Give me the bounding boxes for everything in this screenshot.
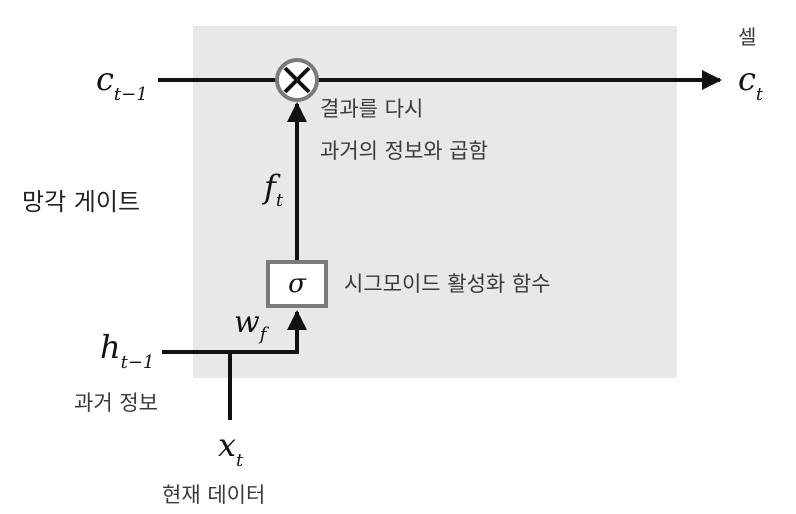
cell-label: 셀: [738, 25, 756, 49]
multiply-note-line2: 과거의 정보와 곱함: [320, 139, 488, 163]
sigmoid-box: [266, 260, 328, 308]
forget-gate-label: 망각 게이트: [22, 188, 140, 216]
multiply-note-line1: 결과를 다시: [320, 97, 423, 121]
sigma-symbol: σ: [288, 269, 307, 299]
cell-box: [193, 26, 677, 378]
current-data-label: 현재 데이터: [162, 483, 265, 507]
c-curr-symbol: ct: [738, 60, 764, 105]
x-t-symbol: xt: [218, 426, 244, 471]
multiply-node: [275, 58, 319, 102]
sigmoid-label: 시그모이드 활성화 함수: [344, 272, 551, 296]
h-prev-symbol: ht−1: [100, 328, 154, 373]
c-prev-symbol: ct−1: [96, 60, 148, 105]
past-info-label: 과거 정보: [74, 391, 158, 415]
